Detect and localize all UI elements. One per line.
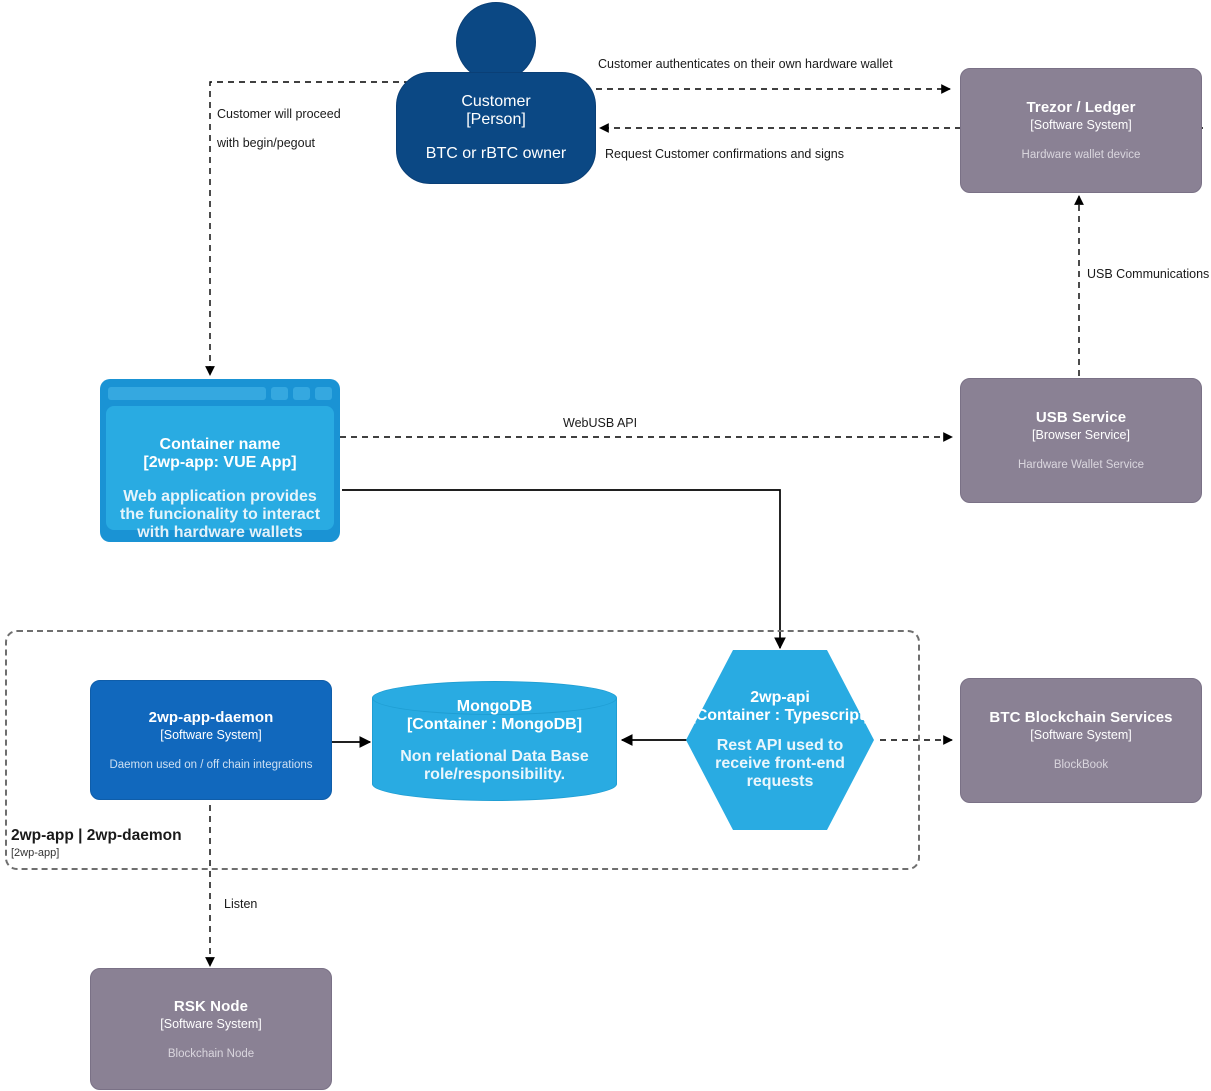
node-label: 2wp-api [Container : Typescript] Rest AP… — [686, 650, 874, 830]
boundary-label: 2wp-app | 2wp-daemon [2wp-app] — [11, 826, 311, 861]
node-type: [Container : Typescript] — [690, 707, 870, 724]
node-title: 2wp-app-daemon — [148, 708, 274, 726]
browser-content: Container name [2wp-app: VUE App] Web ap… — [106, 406, 334, 541]
node-type: [2wp-app: VUE App] — [143, 454, 297, 471]
node-description: BTC or rBTC owner — [425, 145, 567, 162]
edge-label-webusb-api: WebUSB API — [563, 416, 638, 430]
node-title: BTC Blockchain Services — [989, 709, 1173, 726]
browser-url-bar-icon — [108, 386, 266, 400]
browser-button-icon-1 — [271, 386, 288, 400]
node-web-app[interactable]: Container name [2wp-app: VUE App] Web ap… — [100, 379, 340, 542]
edge-label-customer-to-webapp-line2: with begin/pegout — [217, 136, 315, 150]
node-2wp-api[interactable]: 2wp-api [Container : Typescript] Rest AP… — [686, 650, 874, 830]
node-description: BlockBook — [1053, 759, 1109, 771]
node-type: [Person] — [466, 111, 526, 128]
edge-label-customer-to-trezor: Customer authenticates on their own hard… — [598, 57, 893, 71]
boundary-name: 2wp-app | 2wp-daemon — [11, 827, 182, 844]
node-type: [Software System] — [160, 1016, 262, 1031]
node-title: Container name — [159, 436, 281, 453]
node-title: Trezor / Ledger — [1026, 99, 1136, 116]
node-label: MongoDB [Container : MongoDB] Non relati… — [372, 681, 617, 801]
browser-chrome-bar — [106, 385, 334, 401]
node-btc-blockchain-services[interactable]: BTC Blockchain Services [Software System… — [960, 678, 1202, 803]
person-head-icon — [456, 2, 536, 82]
node-trezor-ledger[interactable]: Trezor / Ledger [Software System] Hardwa… — [960, 68, 1202, 193]
edge-webapp-to-api — [342, 489, 786, 650]
cylinder-top-icon — [372, 681, 617, 715]
node-title: 2wp-api — [750, 689, 810, 706]
node-description: Blockchain Node — [167, 1047, 255, 1060]
node-type: [Software System] — [1030, 728, 1132, 742]
node-type: [Browser Service] — [1032, 428, 1130, 442]
node-usb-service[interactable]: USB Service [Browser Service] Hardware W… — [960, 378, 1202, 503]
node-description: Hardware Wallet Service — [1017, 459, 1145, 471]
node-title: MongoDB — [456, 698, 533, 715]
edge-label-usb-communications: USB Communications — [1087, 267, 1210, 281]
node-mongodb[interactable]: MongoDB [Container : MongoDB] Non relati… — [372, 681, 617, 801]
node-type: [Container : MongoDB] — [406, 716, 583, 733]
edge-label-customer-to-webapp-line1: Customer will proceed — [217, 107, 341, 121]
node-rsk-node[interactable]: RSK Node [Software System] Blockchain No… — [90, 968, 332, 1090]
browser-button-icon-3 — [315, 386, 332, 400]
node-type: [Software System] — [160, 727, 262, 742]
node-2wp-app-daemon[interactable]: 2wp-app-daemon [Software System] Daemon … — [90, 680, 332, 800]
person-body: Customer [Person] BTC or rBTC owner — [396, 72, 596, 184]
node-title: RSK Node — [173, 997, 249, 1015]
node-title: USB Service — [1035, 409, 1127, 426]
node-description: Daemon used on / off chain integrations — [109, 758, 313, 771]
node-customer[interactable]: Customer [Person] BTC or rBTC owner — [396, 2, 596, 184]
node-title: Customer — [461, 93, 531, 110]
boundary-type: [2wp-app] — [11, 847, 60, 859]
boundary-2wp-app — [5, 630, 920, 870]
edge-label-trezor-to-customer: Request Customer confirmations and signs — [605, 147, 845, 161]
node-type: [Software System] — [1030, 118, 1132, 132]
node-description: Web application provides the funcionalit… — [120, 488, 321, 541]
edge-label-listen: Listen — [224, 897, 258, 911]
node-description: Hardware wallet device — [1021, 149, 1141, 161]
node-description: Non relational Data Base role/responsibi… — [400, 748, 589, 783]
browser-button-icon-2 — [293, 386, 310, 400]
node-description: Rest API used to receive front-end reque… — [715, 737, 845, 790]
